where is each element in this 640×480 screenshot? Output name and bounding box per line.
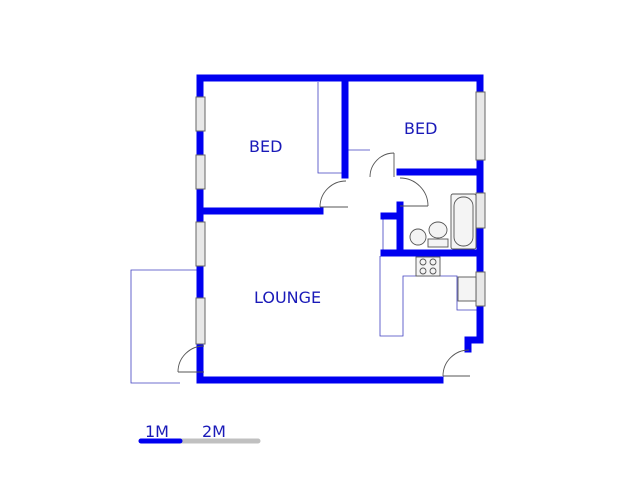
scale-bar: 1M 2M — [138, 422, 261, 444]
scale-label-1m: 1M — [145, 422, 169, 441]
door-swing — [442, 349, 470, 377]
room-label-bed: BED — [404, 119, 437, 138]
stove-burner — [429, 267, 437, 275]
sink — [457, 276, 477, 302]
basin — [409, 228, 427, 246]
bathtub-inner — [453, 196, 474, 247]
toilet-bowl — [428, 221, 448, 239]
window — [475, 271, 486, 307]
room-label-lounge: LOUNGE — [254, 288, 321, 307]
door-swing — [177, 345, 205, 373]
window — [475, 192, 486, 229]
doors — [177, 152, 470, 377]
fixtures — [409, 193, 477, 302]
room-label-bed: BED — [249, 137, 282, 156]
scale-label-2m: 2M — [202, 422, 226, 441]
toilet-cistern — [427, 238, 449, 248]
balcony-outline — [130, 269, 200, 384]
door-swing — [319, 180, 347, 208]
door-swing — [369, 152, 395, 178]
stove — [415, 256, 441, 277]
stove-burner — [419, 267, 427, 275]
window — [195, 221, 206, 267]
stove-burner — [429, 258, 437, 266]
window — [195, 154, 206, 190]
door-swing — [399, 177, 429, 207]
windows — [195, 91, 486, 345]
window — [475, 91, 486, 161]
stove-burner — [419, 258, 427, 266]
kitchen-counter — [379, 256, 477, 337]
window — [195, 297, 206, 345]
wardrobe-outline — [317, 82, 345, 174]
wardrobe-outline-2 — [347, 82, 370, 151]
window — [195, 96, 206, 132]
